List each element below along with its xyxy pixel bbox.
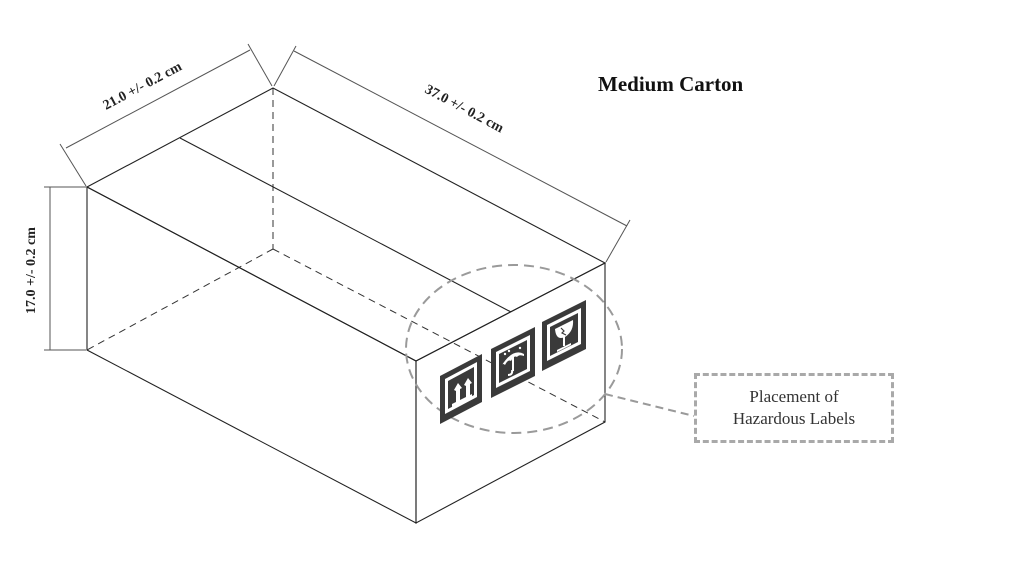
diagram-title: Medium Carton [598,72,744,96]
height-dimension-label: 17.0 +/- 0.2 cm [24,227,39,314]
width-dimension-label: 21.0 +/- 0.2 cm [101,59,185,113]
callout-line-1: Placement of [749,387,839,406]
label-area-highlight [405,264,623,434]
hazard-label-callout: Placement of Hazardous Labels [694,373,894,443]
keep-dry-icon [491,327,535,398]
box-edges [85,87,607,524]
dimension-lines [44,43,631,351]
fragile-icon [542,300,586,371]
callout-leader-line [604,393,695,417]
callout-line-2: Hazardous Labels [732,409,856,428]
this-way-up-icon [440,354,482,424]
length-dimension-label: 37.0 +/- 0.2 cm [422,82,506,136]
hidden-edges [86,88,606,423]
